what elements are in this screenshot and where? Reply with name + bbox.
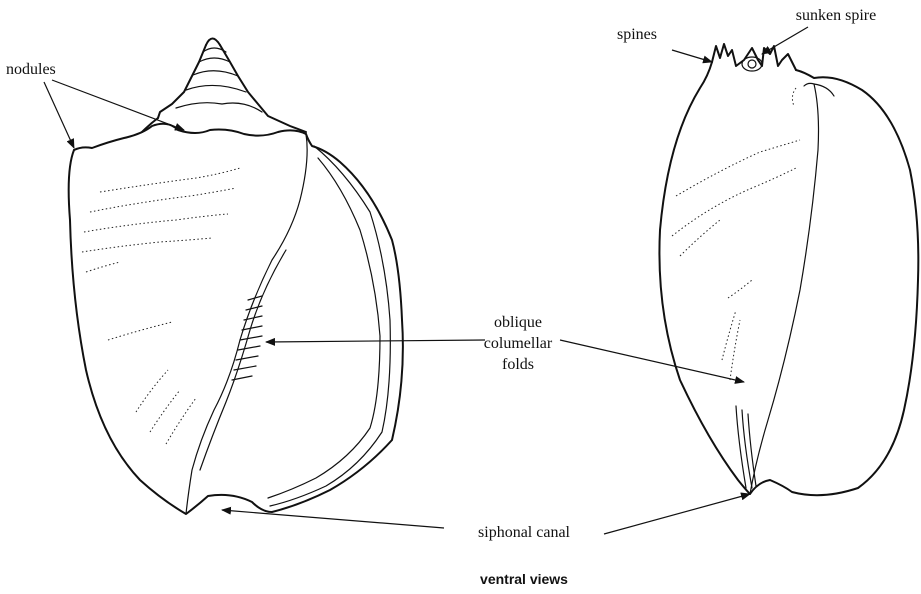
figure-caption: ventral views [480, 571, 568, 587]
label-siphonal-canal: siphonal canal [478, 524, 571, 541]
label-columellar: columellar [484, 335, 553, 352]
label-folds: folds [502, 356, 534, 373]
label-sunken-spire: sunken spire [796, 7, 876, 24]
label-spines: spines [617, 26, 657, 43]
leader-lines [44, 27, 808, 534]
label-nodules: nodules [6, 61, 56, 78]
left-shell-drawing [69, 39, 403, 515]
labels: nodules spines sunken spire oblique colu… [6, 7, 876, 587]
label-oblique: oblique [494, 314, 542, 331]
right-shell-drawing [659, 44, 918, 495]
